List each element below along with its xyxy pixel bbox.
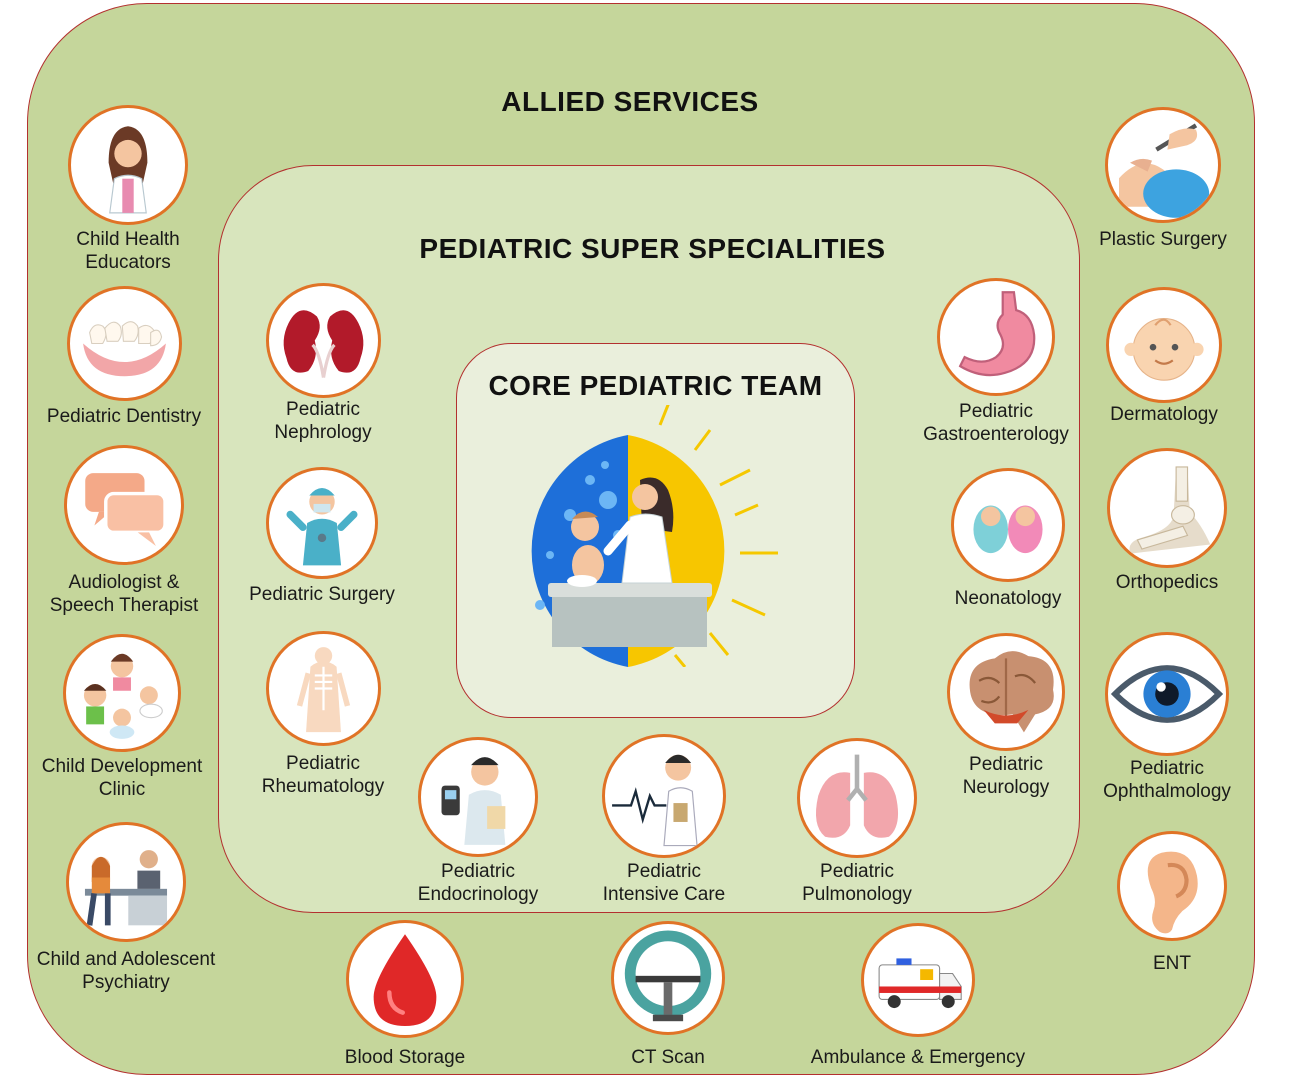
foot-bones-icon [1107,448,1227,568]
node-label: Pediatric Dentistry [46,406,202,427]
teeth-icon [66,285,182,401]
blood-drop-icon [346,920,464,1038]
node-label: Pediatric Rheumatology [261,753,385,797]
node-label: Pediatric Pulmonology [802,861,912,905]
node-label: Plastic Surgery [1099,229,1227,250]
node-label: Child Health Educators [76,229,180,273]
kidneys-icon [265,282,381,398]
node-label: Child Development Clinic [41,756,203,800]
node-label: Pediatric Nephrology [274,399,372,443]
doctor-glucometer-icon [418,737,538,857]
node-label: CT Scan [631,1047,705,1068]
educator-icon [68,105,188,225]
newborns-icon [951,468,1065,582]
node-label: Pediatric Surgery [249,584,395,605]
node-label: Orthopedics [1115,572,1219,593]
node-label: Pediatric Gastroenterology [923,401,1069,445]
node-label: Audiologist & Speech Therapist [49,572,199,616]
node-label: Ambulance & Emergency [810,1047,1026,1068]
speech-bubbles-icon [64,445,184,565]
node-label: Dermatology [1110,404,1218,425]
ambulance-icon [861,923,975,1037]
baby-face-icon [1106,287,1222,403]
children-icon [63,634,181,752]
face-surgery-icon [1105,107,1221,223]
lungs-icon [797,738,917,858]
stomach-icon [937,278,1055,396]
ear-icon [1117,831,1227,941]
ct-scanner-icon [611,921,725,1035]
doctor-ecg-icon [602,734,726,858]
super-specialities-title: PEDIATRIC SUPER SPECIALITIES [419,233,886,264]
node-label: Pediatric Neurology [962,754,1050,798]
doctor-with-baby-icon [510,394,785,668]
allied-services-title: ALLIED SERVICES [501,86,759,117]
brain-icon [947,633,1065,751]
node-label: ENT [1153,953,1191,974]
node-label: Child and Adolescent Psychiatry [36,949,216,993]
node-label: Neonatology [954,588,1062,609]
skeleton-icon [265,630,381,746]
node-label: Pediatric Endocrinology [417,861,539,905]
therapy-session-icon [66,822,186,942]
node-label: Blood Storage [344,1047,466,1068]
surgeon-icon [266,467,378,579]
core-team-title: CORE PEDIATRIC TEAM [488,370,823,401]
node-label: Pediatric Intensive Care [602,861,726,905]
eye-icon [1105,632,1229,756]
node-label: Pediatric Ophthalmology [1103,758,1231,802]
